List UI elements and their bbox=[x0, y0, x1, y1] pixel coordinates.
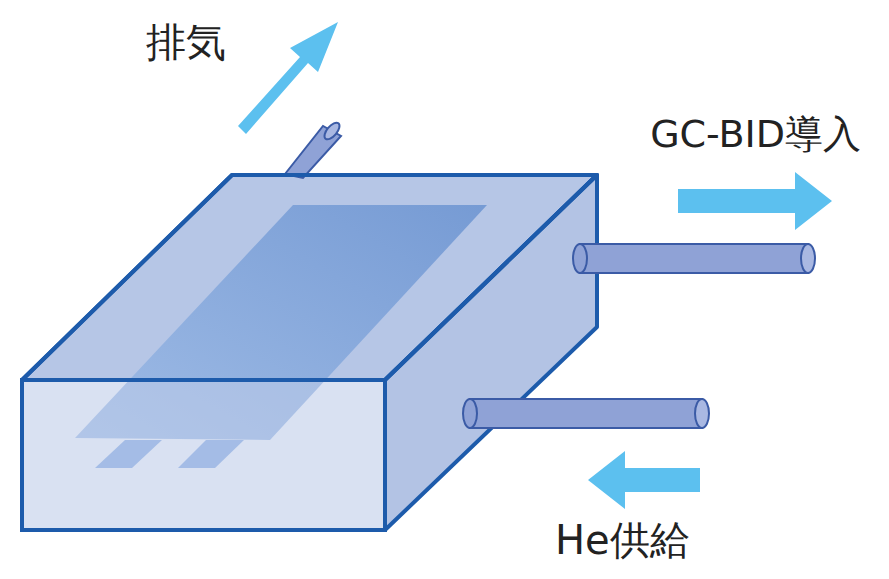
exhaust-label: 排気 bbox=[146, 20, 226, 64]
inlet-tube bbox=[463, 399, 709, 428]
outlet-label: GC-BID導入 bbox=[650, 114, 861, 156]
inlet-label: He供給 bbox=[555, 518, 690, 562]
exhaust-tube bbox=[285, 120, 342, 178]
exhaust-arrow bbox=[238, 22, 338, 134]
outlet-arrow bbox=[678, 172, 832, 230]
box-top-face-outline bbox=[22, 175, 597, 380]
inlet-arrow bbox=[588, 451, 700, 509]
box-front-face bbox=[22, 380, 385, 530]
outlet-tube bbox=[573, 244, 815, 273]
